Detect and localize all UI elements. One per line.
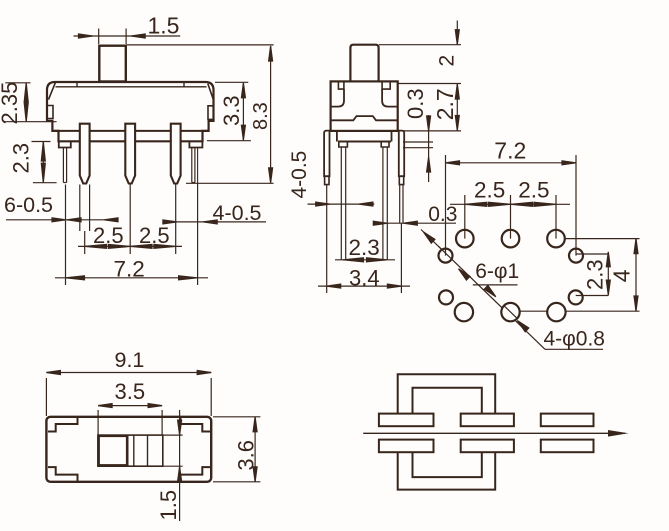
svg-text:1.5: 1.5 [148, 13, 180, 39]
svg-text:7.2: 7.2 [114, 257, 145, 282]
svg-text:4-0.5: 4-0.5 [288, 151, 311, 199]
svg-text:2.5: 2.5 [474, 178, 505, 203]
svg-text:1.5: 1.5 [156, 490, 181, 521]
svg-text:3.3: 3.3 [219, 95, 244, 126]
svg-text:6-φ1: 6-φ1 [475, 260, 519, 283]
svg-text:3.4: 3.4 [349, 266, 380, 291]
svg-text:7.2: 7.2 [494, 138, 526, 164]
svg-text:2.5: 2.5 [518, 178, 549, 203]
svg-text:6-0.5: 6-0.5 [4, 193, 53, 217]
svg-text:2.5: 2.5 [93, 223, 124, 248]
svg-text:4-φ0.8: 4-φ0.8 [544, 327, 605, 350]
svg-text:3.6: 3.6 [233, 440, 258, 471]
svg-text:2.3: 2.3 [349, 235, 380, 260]
svg-text:0.3: 0.3 [428, 203, 457, 226]
svg-text:2.35: 2.35 [0, 82, 22, 125]
svg-text:2.3: 2.3 [8, 143, 33, 174]
svg-text:2.5: 2.5 [139, 223, 170, 248]
svg-text:8.3: 8.3 [250, 102, 272, 130]
svg-text:3.5: 3.5 [115, 379, 146, 404]
svg-text:4: 4 [609, 269, 635, 282]
svg-text:2: 2 [435, 55, 458, 67]
svg-text:2.3: 2.3 [583, 259, 608, 290]
svg-text:2.7: 2.7 [432, 88, 458, 120]
svg-text:4-0.5: 4-0.5 [213, 201, 262, 225]
svg-text:9.1: 9.1 [115, 348, 145, 372]
svg-text:0.3: 0.3 [403, 88, 428, 119]
